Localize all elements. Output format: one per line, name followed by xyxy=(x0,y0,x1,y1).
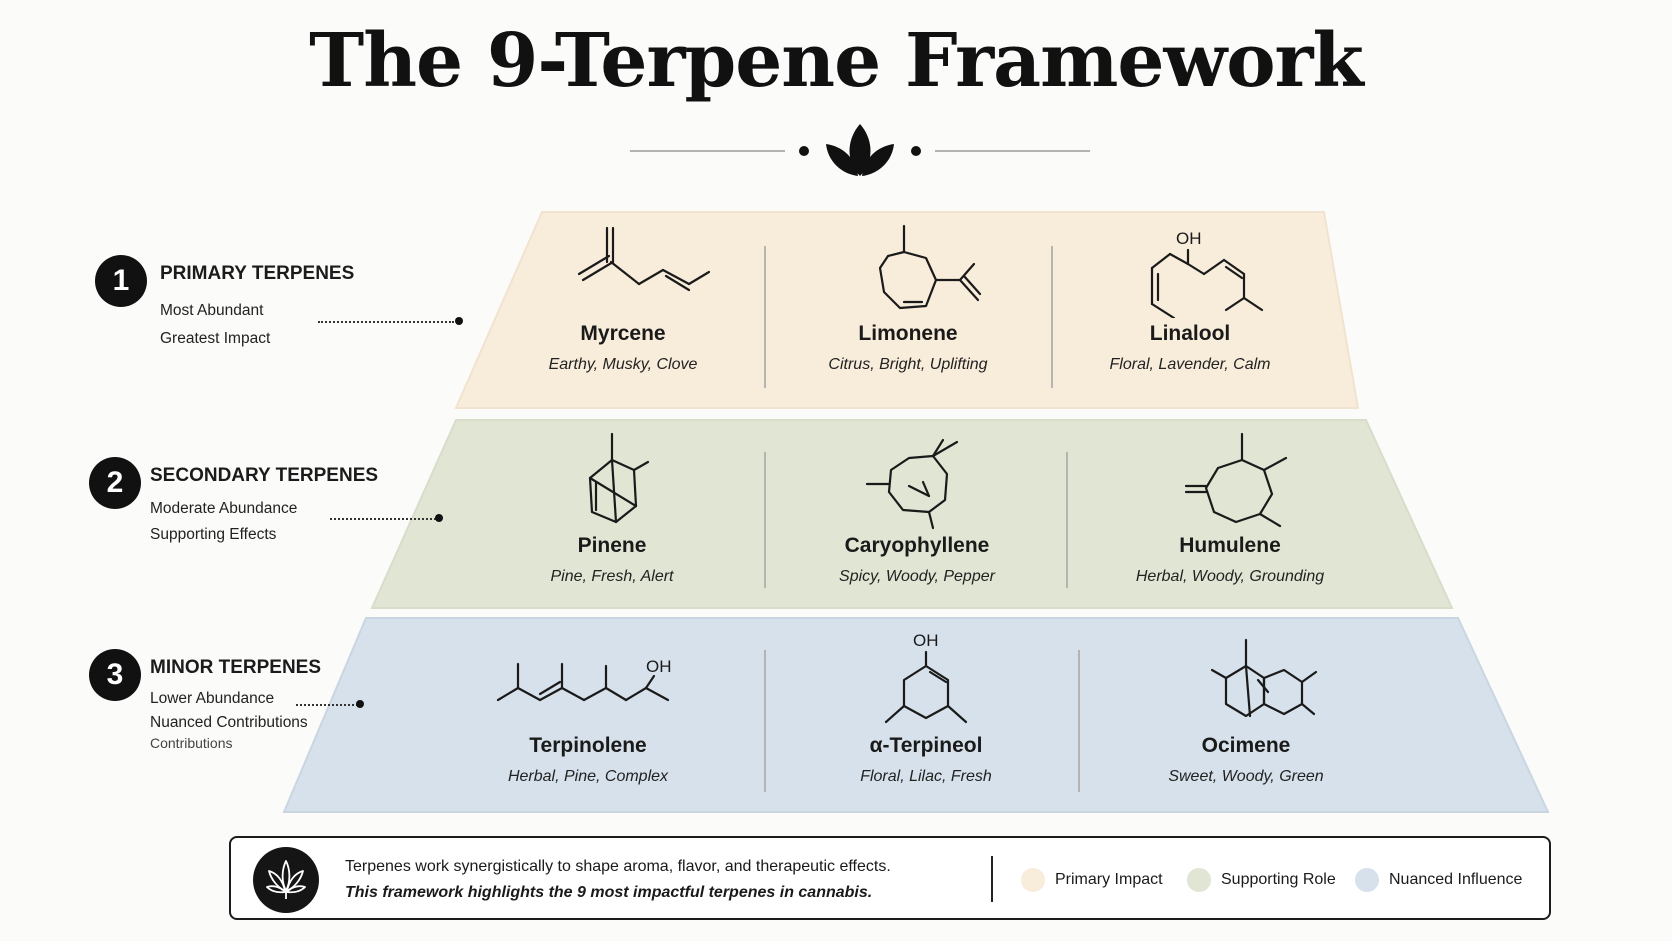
terpene-card-alpha-terpineol: OH α-Terpineol Floral, Lilac, Fresh xyxy=(804,630,1048,786)
legend-swatch xyxy=(1355,868,1379,892)
tier-desc: Nuanced Contributions xyxy=(150,714,308,731)
tier-desc: Moderate Abundance xyxy=(150,500,298,517)
terpene-notes: Sweet, Woody, Green xyxy=(1168,768,1324,785)
tier-desc: Most Abundant xyxy=(160,302,264,319)
terpene-notes: Spicy, Woody, Pepper xyxy=(839,568,995,585)
pinene-structure-icon xyxy=(588,432,650,524)
terpene-name: Limonene xyxy=(858,322,958,345)
terpene-card-humulene: Humulene Herbal, Woody, Grounding xyxy=(1108,426,1352,586)
leader-dot xyxy=(435,514,443,522)
terpene-name: Linalool xyxy=(1149,322,1231,345)
terpene-card-limonene: Limonene Citrus, Bright, Uplifting xyxy=(786,218,1030,374)
terpene-card-pinene: Pinene Pine, Fresh, Alert xyxy=(492,426,732,586)
svg-text:OH: OH xyxy=(646,657,672,676)
humulene-structure-icon xyxy=(1184,432,1288,528)
leader-dot xyxy=(455,317,463,325)
tier-1-divider xyxy=(764,246,766,388)
terpene-card-myrcene: Myrcene Earthy, Musky, Clove xyxy=(503,218,743,374)
terpene-name: Ocimene xyxy=(1201,734,1291,757)
tier-3-divider xyxy=(1078,650,1080,792)
limonene-structure-icon xyxy=(878,224,982,310)
divider-ornament xyxy=(630,124,1090,176)
tier-3-divider xyxy=(764,650,766,792)
terpene-notes: Earthy, Musky, Clove xyxy=(548,356,698,373)
leader-line xyxy=(318,321,454,323)
tier-desc: Greatest Impact xyxy=(160,330,271,347)
linalool-structure-icon: OH xyxy=(1150,229,1264,318)
tier-2-band xyxy=(370,419,1454,609)
footer-text: Terpenes work synergistically to shape a… xyxy=(345,858,891,875)
terpene-name: Myrcene xyxy=(580,322,666,345)
caryophyllene-structure-icon xyxy=(865,438,959,530)
terpene-card-caryophyllene: Caryophyllene Spicy, Woody, Pepper xyxy=(795,426,1039,586)
terpene-notes: Citrus, Bright, Uplifting xyxy=(828,356,988,373)
terpene-notes: Floral, Lilac, Fresh xyxy=(860,768,992,785)
tier-title: SECONDARY TERPENES xyxy=(150,465,379,486)
page-title: The 9-Terpene Framework xyxy=(309,18,1364,104)
leader-dot xyxy=(356,700,364,708)
tier-number-badge: 1 xyxy=(95,255,147,307)
cannabis-leaf-icon xyxy=(253,847,319,913)
leader-line xyxy=(330,518,436,520)
tier-number-badge: 3 xyxy=(89,649,141,701)
terpene-name: Caryophyllene xyxy=(844,534,990,557)
terpene-name: α-Terpineol xyxy=(869,734,983,757)
terpene-notes: Herbal, Woody, Grounding xyxy=(1135,568,1325,585)
footer-separator xyxy=(991,856,993,902)
tier-title: MINOR TERPENES xyxy=(150,657,322,678)
legend-item-nuanced: Nuanced Influence xyxy=(1355,868,1522,892)
terpene-notes: Floral, Lavender, Calm xyxy=(1109,356,1271,373)
terpene-name: Humulene xyxy=(1179,534,1281,557)
legend-item-supporting: Supporting Role xyxy=(1187,868,1336,892)
terpene-notes: Pine, Fresh, Alert xyxy=(550,568,674,585)
terpene-card-terpinolene: OH Terpinolene Herbal, Pine, Complex xyxy=(458,630,718,786)
footer-panel: Terpenes work synergistically to shape a… xyxy=(229,836,1551,920)
ocimene-structure-icon xyxy=(1210,638,1318,718)
myrcene-structure-icon xyxy=(577,226,711,292)
tier-desc: Supporting Effects xyxy=(150,526,277,543)
terpene-name: Terpinolene xyxy=(529,734,647,757)
alpha-terpineol-structure-icon: OH xyxy=(884,631,968,724)
legend-swatch xyxy=(1187,868,1211,892)
tier-title: PRIMARY TERPENES xyxy=(160,263,355,284)
legend-item-primary: Primary Impact xyxy=(1021,868,1163,892)
tier-2-divider xyxy=(1066,452,1068,588)
leader-line xyxy=(296,704,358,706)
tier-2-divider xyxy=(764,452,766,588)
footer-text-emphasis: This framework highlights the 9 most imp… xyxy=(345,884,873,901)
svg-text:OH: OH xyxy=(913,631,939,650)
legend-label: Nuanced Influence xyxy=(1389,871,1523,888)
tier-1-band xyxy=(454,211,1360,409)
terpene-name: Pinene xyxy=(577,534,647,557)
terpene-card-linalool: OH Linalool Floral, Lavender, Calm xyxy=(1070,218,1310,374)
terpene-card-ocimene: Ocimene Sweet, Woody, Green xyxy=(1126,630,1366,786)
tier-desc: Lower Abundance xyxy=(150,690,275,707)
legend-label: Primary Impact xyxy=(1055,871,1163,888)
legend-swatch xyxy=(1021,868,1045,892)
tier-1-divider xyxy=(1051,246,1053,388)
tier-desc: Contributions xyxy=(150,735,233,751)
legend-label: Supporting Role xyxy=(1221,871,1336,888)
tier-number-badge: 2 xyxy=(89,457,141,509)
leaf-icon xyxy=(826,124,894,176)
terpene-notes: Herbal, Pine, Complex xyxy=(507,768,669,785)
svg-text:OH: OH xyxy=(1176,229,1202,248)
terpinolene-structure-icon: OH xyxy=(496,657,672,702)
tier-3-band xyxy=(282,617,1550,813)
